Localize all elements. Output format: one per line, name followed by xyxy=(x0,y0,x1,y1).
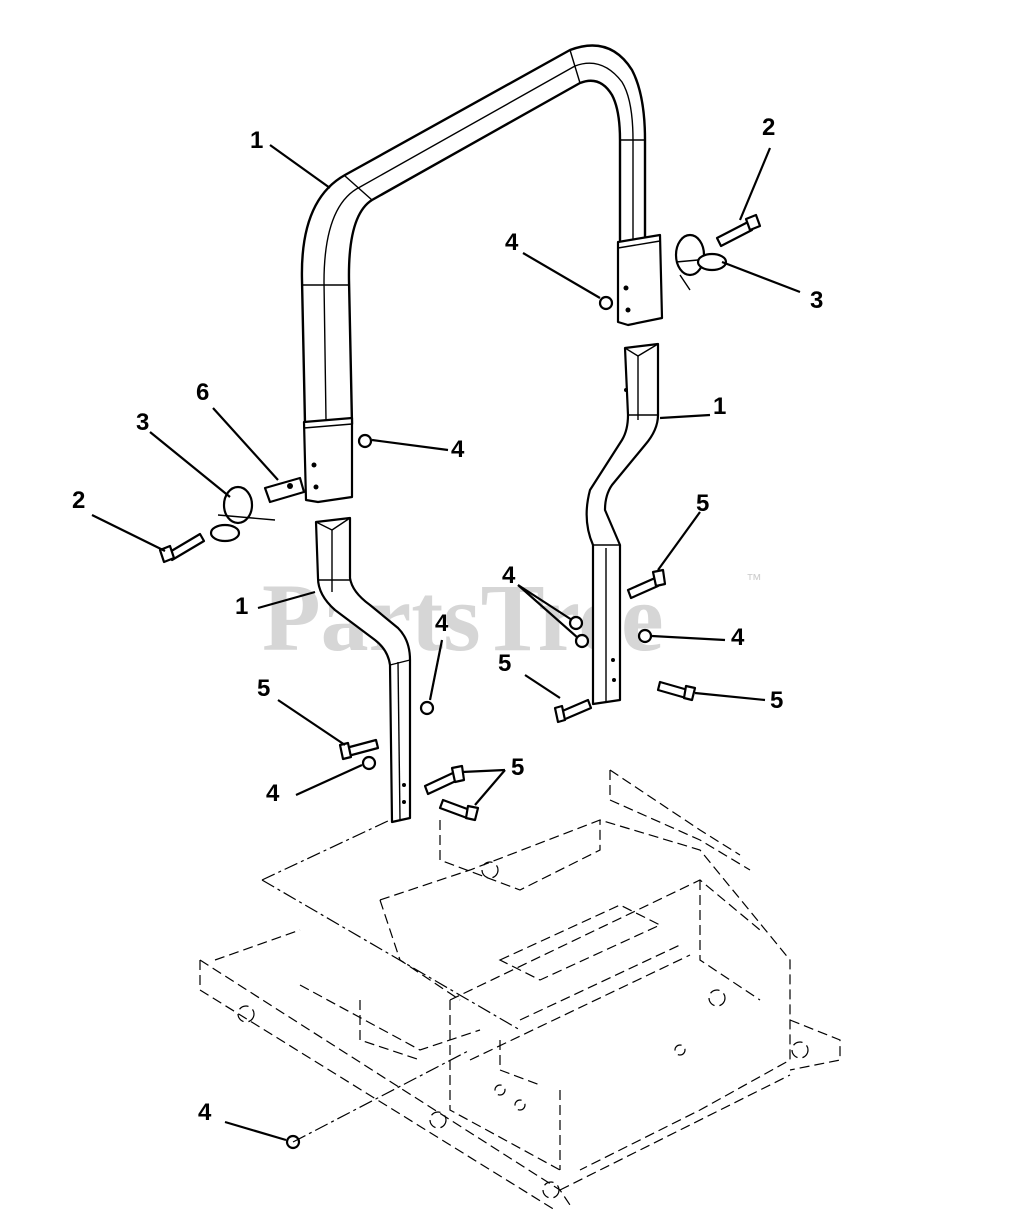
callout-part-5: 5 xyxy=(696,490,709,517)
callout-part-5: 5 xyxy=(498,650,511,677)
callout-part-2: 2 xyxy=(72,487,85,514)
rops-right-leg xyxy=(585,342,660,706)
hex-bolts xyxy=(338,568,697,822)
callout-part-5: 5 xyxy=(770,687,783,714)
hitch-pin-left xyxy=(158,532,206,564)
callout-part-4: 4 xyxy=(435,610,449,637)
trademark-symbol: ™ xyxy=(746,572,762,589)
callout-part-4: 4 xyxy=(505,229,519,256)
callout-part-6: 6 xyxy=(196,379,209,406)
callout-part-2: 2 xyxy=(762,114,775,141)
rops-upper-hoop xyxy=(300,44,664,504)
retainer-clip xyxy=(263,476,306,504)
callout-part-4: 4 xyxy=(451,436,465,463)
callout-part-5: 5 xyxy=(511,754,524,781)
lynch-pin-right xyxy=(674,233,728,291)
lynch-pin-left xyxy=(209,485,276,543)
callout-part-4: 4 xyxy=(731,624,745,651)
leader-lines xyxy=(91,144,801,1142)
mower-frame-phantom xyxy=(199,769,841,1211)
callout-part-4: 4 xyxy=(502,562,516,589)
callout-part-4: 4 xyxy=(266,780,280,807)
callout-part-3: 3 xyxy=(810,287,823,314)
lock-nuts xyxy=(285,295,653,1150)
callout-part-1: 1 xyxy=(250,127,263,154)
callout-labels: 1 2 3 4 1 6 3 4 2 5 4 1 4 4 5 5 5 4 5 4 xyxy=(72,114,823,1126)
callout-part-3: 3 xyxy=(136,409,149,436)
callout-part-1: 1 xyxy=(713,393,726,420)
hitch-pin-right xyxy=(715,213,762,248)
callout-part-5: 5 xyxy=(257,675,270,702)
rops-left-leg xyxy=(314,516,412,824)
callout-part-1: 1 xyxy=(235,593,248,620)
callout-part-4: 4 xyxy=(198,1099,212,1126)
